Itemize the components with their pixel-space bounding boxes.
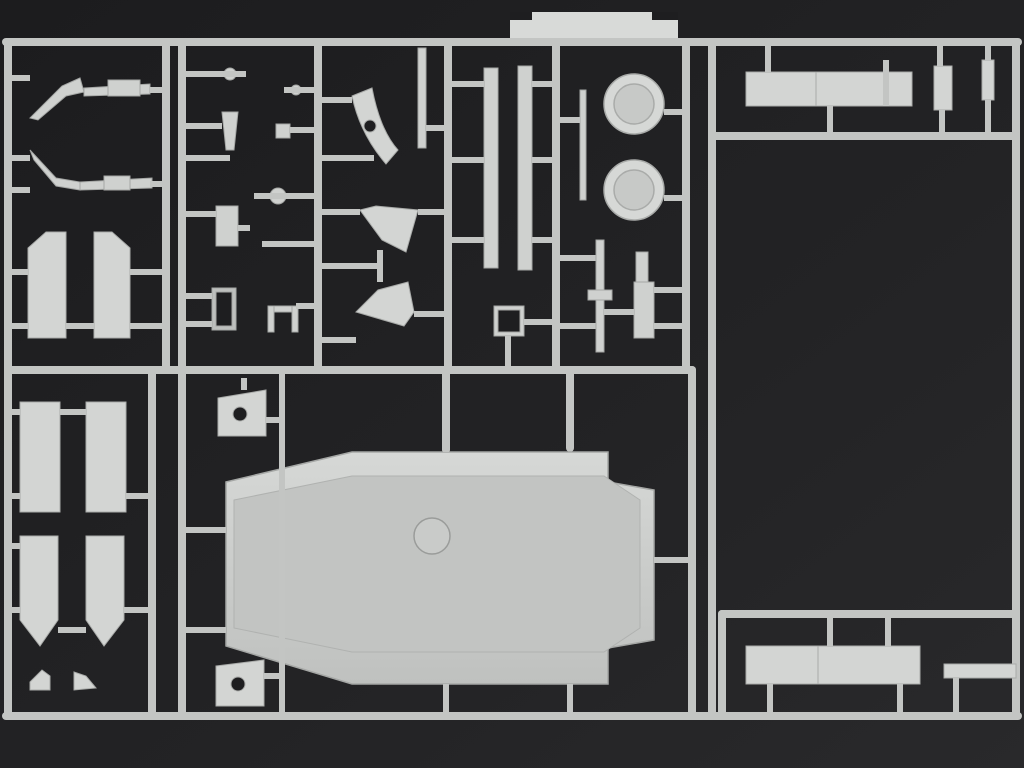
hull-gates: [182, 450, 692, 716]
side-panels-upper: [27, 231, 131, 339]
column-5-gates: [505, 109, 686, 370]
sprue-tab-notch: [510, 12, 532, 20]
sprue-tab-notch: [652, 12, 678, 20]
sprue-frame: [2, 38, 1022, 720]
lower-right-plates: [745, 645, 1017, 685]
brackets: [215, 389, 267, 707]
lower-right-gates: [767, 614, 959, 716]
hull-tub: [225, 451, 655, 685]
small-fittings: [211, 67, 302, 333]
column-2-gates: [182, 71, 318, 327]
gun-parts: [493, 239, 655, 353]
panel-gates: [8, 269, 166, 329]
side-panels-lower: [19, 401, 127, 691]
lever-parts: [29, 77, 153, 191]
round-hatches: [603, 73, 665, 221]
bracket-gates: [241, 370, 285, 716]
lever-gates: [8, 75, 166, 193]
column-3-gates: [318, 97, 448, 343]
hatch-plates: [351, 87, 419, 327]
sprue-tab: [510, 12, 678, 38]
lower-panel-gates: [8, 409, 152, 633]
column-4-gates: [426, 81, 600, 329]
long-rods: [417, 47, 587, 271]
upper-right-gates: [765, 42, 991, 136]
